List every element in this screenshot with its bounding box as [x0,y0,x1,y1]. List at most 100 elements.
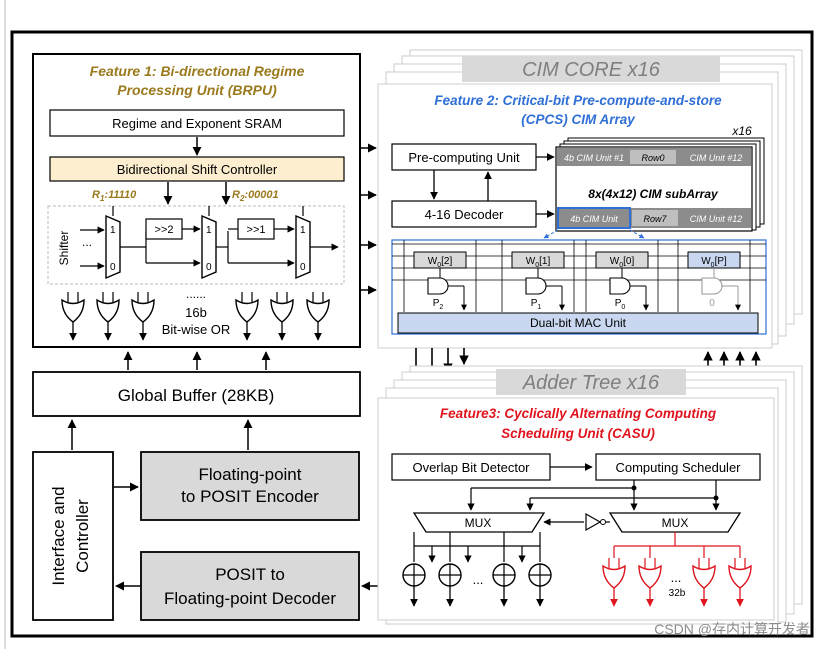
mux1-in0: 0 [110,262,116,273]
product-label-3: 0 [709,298,715,309]
or-gate-1 [96,298,120,323]
and-gate-3 [701,277,723,295]
cim-unit-12-top: CIM Unit #12 [690,153,743,163]
shifter-label: Shifter [57,231,71,266]
r2-label: R2:00001 [232,189,279,203]
cim-core-title-band [462,56,720,82]
cim-cells: W0[2] P2 W0[1] P1 W0[0] P0 W0[P] 0 [392,240,766,312]
or-dots: ...... [186,287,206,301]
mux-3 [295,214,311,280]
or-label: Bit-wise OR [162,322,231,337]
computing-scheduler-box[interactable] [595,453,761,481]
weight-label-2: W0[0] [610,256,635,269]
mux3-in0: 0 [300,262,306,273]
mux-right [608,512,742,533]
interface-controller-box[interactable] [32,451,114,621]
or-gate-0 [61,298,85,323]
adder-cells [402,532,752,607]
cim-unit-bottom: 4b CIM Unit [570,214,618,224]
cim-unit-12-bottom: CIM Unit #12 [690,214,743,224]
shifter-dots: ... [82,235,92,249]
mac-unit-label: Dual-bit MAC Unit [530,316,627,330]
brpu-block: Feature 1: Bi-directional Regime Process… [32,53,361,348]
cim-subarray-stack: x16 4b CIM Unit #1 Row0 CIM Unit #12 8x(… [555,124,765,232]
product-label-0: P2 [433,298,444,311]
shifter-region [47,205,345,285]
or-width: 16b [185,305,207,320]
and-gate-2 [609,277,631,295]
outer-frame [10,30,814,638]
or-gate-red-2 [692,564,716,589]
adder-dots: ... [473,572,484,587]
overlap-detector-label: Overlap Bit Detector [412,460,530,475]
mux-left [412,512,546,533]
weight-label-3: W0[P] [701,256,727,269]
mux2-in1: 1 [206,225,212,236]
or-gate-3 [235,298,259,323]
cim-core-title: CIM CORE x16 [522,59,661,81]
product-label-2: P0 [615,298,626,311]
or-gate-red-3 [728,564,752,589]
or-dots-red: ... [671,570,682,585]
subarray-x16: x16 [731,124,752,138]
adder-title: Adder Tree x16 [522,372,660,394]
mac-unit-box[interactable] [397,312,759,334]
casu-feature-line1: Feature3: Cyclically Alternating Computi… [440,406,717,421]
or-gate-5 [306,298,330,323]
encoder-box[interactable] [140,451,360,521]
posit-decoder-box[interactable] [140,551,360,621]
cim-unit-1: 4b CIM Unit #1 [564,153,624,163]
and-gate-0 [427,277,449,295]
cim-unit-selected[interactable] [557,207,631,229]
cim-core-stack: CIM CORE x16 Feature 2: Critical-bit Pre… [377,49,803,349]
or-width-red: 32b [669,588,686,599]
mux-right-label: MUX [662,516,689,530]
mux-left-label: MUX [465,516,492,530]
weight-label-0: W0[2] [428,256,453,269]
interface-label-line2: Controller [73,499,92,573]
or-gate-4 [270,298,294,323]
row7-label: Row7 [643,214,667,224]
or-gates-brpu [61,292,330,341]
shift2-label: >>2 [155,224,174,236]
row0-label: Row0 [641,153,664,163]
adder-title-band [496,369,686,395]
decoder-4-16-label: 4-16 Decoder [425,207,504,222]
cim-feature-line2: (CPCS) CIM Array [521,112,636,127]
encoder-line2: to POSIT Encoder [181,487,319,506]
shift-controller-label: Bidirectional Shift Controller [117,162,278,177]
brpu-title-line2: Processing Unit (BRPU) [117,82,277,98]
precomputing-unit-label: Pre-computing Unit [408,150,520,165]
or-gate-red-0 [602,564,626,589]
sram-box[interactable] [49,109,345,137]
posit-decoder-line1: POSIT to [215,565,285,584]
product-label-1: P1 [531,298,542,311]
or-gate-2 [131,298,155,323]
r1-label: R1:11110 [92,189,137,203]
mux1-in1: 1 [110,225,116,236]
adder-tree-stack: Adder Tree x16 Feature3: Cyclically Alte… [377,365,803,625]
mux2-in0: 0 [206,262,212,273]
weight-label-1: W0[1] [526,256,551,269]
mux3-in1: 1 [300,225,306,236]
mux-1 [105,214,121,280]
cim-feature-line1: Feature 2: Critical-bit Pre-compute-and-… [434,93,722,108]
brpu-title-line1: Feature 1: Bi-directional Regime [90,63,305,79]
watermark: CSDN @存内计算开发者 [654,621,810,637]
encoder-line1: Floating-point [198,465,301,484]
decoder-4-16-box[interactable] [391,200,537,228]
interface-label-line1: Interface and [49,486,68,585]
global-buffer-box[interactable] [32,371,361,417]
shift1-label: >>1 [247,224,266,236]
shift-controller-box[interactable] [49,156,345,182]
mux-2 [201,214,217,280]
precomputing-unit-box[interactable] [391,143,537,171]
and-gate-1 [525,277,547,295]
subarray-label: 8x(4x12) CIM subArray [588,187,719,201]
posit-decoder-line2: Floating-point Decoder [164,589,336,608]
global-buffer-label: Global Buffer (28KB) [118,386,275,405]
casu-feature-line2: Scheduling Unit (CASU) [501,426,655,441]
or-gate-red-1 [638,564,662,589]
computing-scheduler-label: Computing Scheduler [615,460,741,475]
